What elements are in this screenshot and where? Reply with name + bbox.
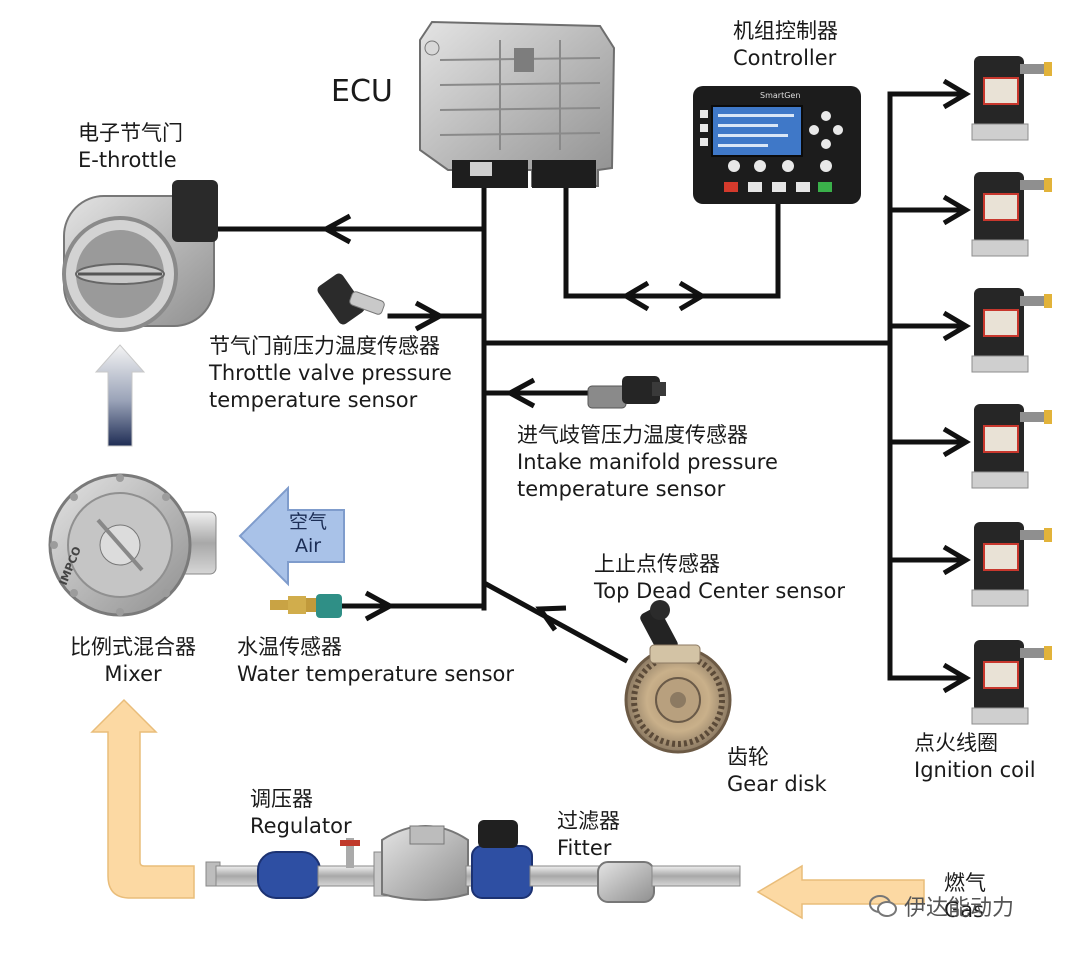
controller-unit: SmartGen (693, 86, 861, 204)
tdc-sensor-label-en: Top Dead Center sensor (594, 579, 846, 603)
controller-link (563, 182, 781, 299)
arrow-coil-6 (942, 662, 971, 694)
mixer-unit: IMPCO (48, 473, 217, 617)
tdc-sensor-label: 上止点传感器 Top Dead Center sensor (594, 551, 845, 605)
gas-inlet-arrow (756, 864, 925, 920)
regulator-label-zh: 调压器 (250, 787, 313, 811)
throttle-pressure-sensor (317, 273, 385, 325)
gas-label: 燃气 Gas (944, 870, 986, 924)
tdc-sensor (640, 600, 678, 655)
regulator-label: 调压器 Regulator (250, 786, 352, 840)
filter-label-zh: 过滤器 (557, 809, 620, 833)
watermark: 伊达能动力 (868, 890, 1014, 922)
gear-disk-label: 齿轮 Gear disk (727, 744, 827, 798)
gas-train (205, 820, 741, 903)
water-sensor-label: 水温传感器 Water temperature sensor (237, 634, 514, 688)
ignition-coil-1 (971, 56, 1052, 141)
intake-manifold-sensor (587, 376, 666, 409)
controller-label-en: Controller (733, 46, 837, 70)
gear-disk (624, 644, 732, 754)
air-arrow (238, 485, 345, 587)
gear-disk-label-en: Gear disk (727, 772, 827, 796)
intake-sensor-label-zh: 进气歧管压力温度传感器 (517, 423, 748, 447)
ignition-coil-5 (971, 522, 1052, 607)
mixer-label-zh: 比例式混合器 (70, 635, 196, 659)
arrow-ctrl-left (621, 280, 650, 312)
arrow-ctrl-right (678, 280, 707, 312)
ecu-label: ECU (331, 74, 393, 109)
wechat-icon (869, 895, 897, 917)
mixer-label-en: Mixer (104, 662, 162, 686)
arrow-throttle-sensor (414, 300, 446, 332)
ignition-coil-label-en: Ignition coil (914, 758, 1036, 782)
throttle-sensor-label-en1: Throttle valve pressure (209, 361, 452, 385)
air-label-en: Air (294, 535, 322, 557)
ignition-coil-3 (971, 288, 1052, 373)
ecu-unit (419, 20, 616, 188)
solenoid-valve (471, 845, 533, 899)
ignition-coil-2 (971, 172, 1052, 257)
watermark-text: 伊达能动力 (904, 896, 1015, 921)
throttle-sensor-label: 节气门前压力温度传感器 Throttle valve pressure temp… (209, 333, 452, 414)
e-throttle-label-zh: 电子节气门 (78, 121, 183, 145)
arrow-coil-1 (942, 78, 971, 110)
arrow-coil-5 (942, 544, 971, 576)
gas-label-en: Gas (944, 898, 985, 922)
arrow-coil-3 (942, 310, 971, 342)
mixer-label: 比例式混合器 Mixer (62, 634, 204, 688)
water-sensor-label-zh: 水温传感器 (237, 635, 342, 659)
gear-disk-label-zh: 齿轮 (727, 745, 769, 769)
arrow-intake-sensor (504, 377, 536, 409)
water-sensor-label-en: Water temperature sensor (237, 662, 515, 686)
blue-valve-1 (257, 851, 321, 899)
throttle-sensor-label-zh: 节气门前压力温度传感器 (209, 334, 440, 358)
arrow-tdc (535, 605, 567, 632)
ignition-coil-4 (971, 404, 1052, 489)
throttle-sensor-label-en2: temperature sensor (209, 388, 418, 412)
filter-body (597, 861, 655, 903)
ignition-coil-label-zh: 点火线圈 (914, 731, 998, 755)
gas-to-mixer-arrow (90, 698, 195, 899)
filter-label: 过滤器 Fitter (557, 808, 620, 862)
water-temperature-sensor (270, 594, 342, 618)
wiring (207, 91, 963, 681)
tdc-sensor-label-zh: 上止点传感器 (594, 552, 720, 576)
ignition-coil-label: 点火线圈 Ignition coil (914, 730, 1036, 784)
arrowheads (320, 78, 971, 694)
arrow-coil-4 (942, 426, 971, 458)
e-throttle-label: 电子节气门 E-throttle (78, 120, 183, 174)
arrow-throttle (320, 213, 352, 245)
arrow-coil-2 (942, 194, 971, 226)
controller-label-zh: 机组控制器 (733, 19, 838, 43)
regulator-label-en: Regulator (250, 814, 352, 838)
ignition-coils (971, 56, 1052, 725)
tdc-wire (482, 580, 629, 664)
e-throttle-unit (62, 180, 218, 332)
arrow-water (364, 590, 396, 622)
intake-sensor-label: 进气歧管压力温度传感器 Intake manifold pressure tem… (517, 422, 778, 503)
air-label-zh: 空气 (288, 511, 327, 533)
controller-label: 机组控制器 Controller (733, 18, 838, 72)
air-label: 空气 Air (280, 510, 336, 558)
e-throttle-label-en: E-throttle (78, 148, 177, 172)
intake-sensor-label-en2: temperature sensor (517, 477, 726, 501)
intake-sensor-label-en1: Intake manifold pressure (517, 450, 778, 474)
gas-label-zh: 燃气 (944, 871, 986, 895)
mixture-up-arrow (94, 344, 146, 447)
filter-label-en: Fitter (557, 836, 612, 860)
ignition-coil-6 (971, 640, 1052, 725)
controller-brand: SmartGen (760, 91, 800, 100)
